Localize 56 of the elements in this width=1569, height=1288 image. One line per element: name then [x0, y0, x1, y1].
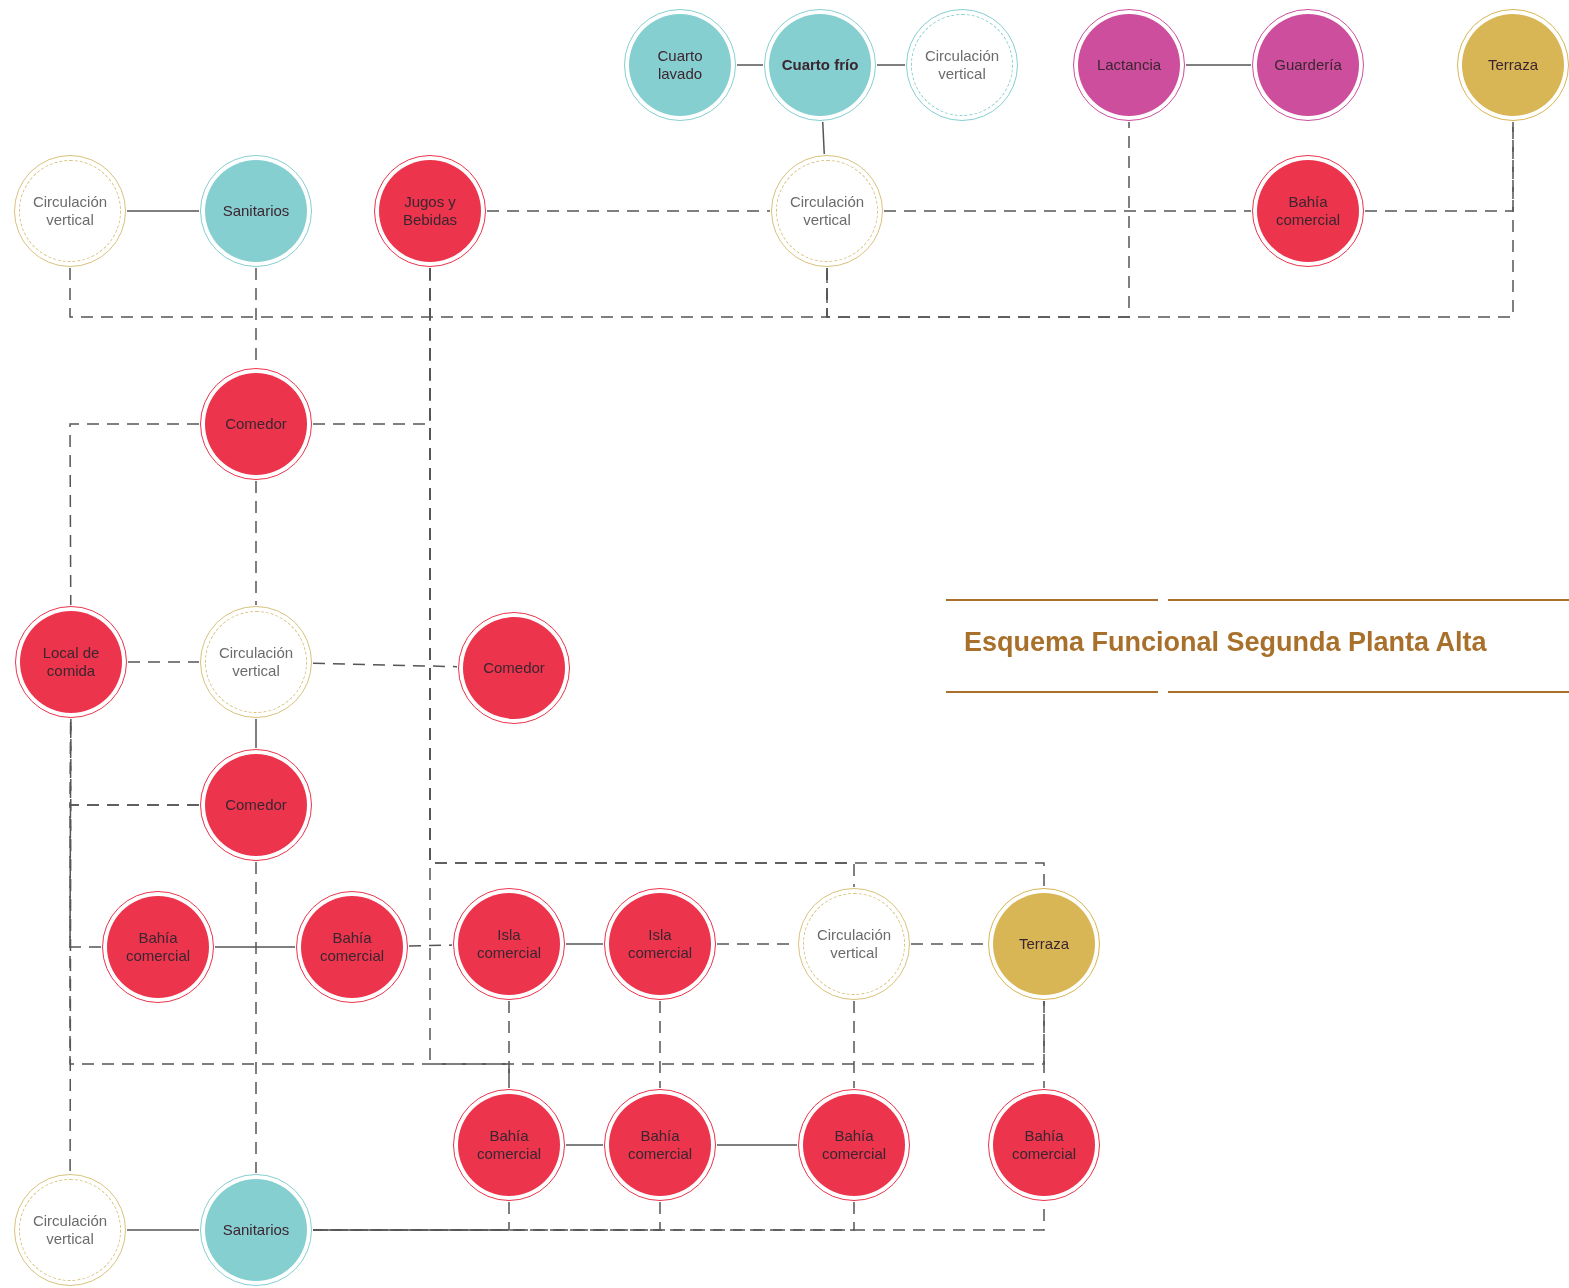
- dashed-connector: [312, 1201, 855, 1231]
- space-label: Circulación vertical: [217, 644, 295, 680]
- space-label: Bahía comercial: [318, 929, 386, 965]
- dashed-connector: [255, 861, 257, 1174]
- connector-line: [126, 1229, 200, 1231]
- space-label: Comedor: [224, 796, 288, 814]
- space-label: Circulación vertical: [788, 193, 866, 229]
- space-label: Comedor: [482, 659, 546, 677]
- space-label: Circulación vertical: [923, 47, 1001, 83]
- diagram-title: Esquema Funcional Segunda Planta Alta: [964, 626, 1487, 659]
- space-label: Isla comercial: [475, 926, 543, 962]
- space-label: Local de comida: [41, 644, 101, 680]
- dashed-connector: [659, 1000, 661, 1089]
- space-label: Circulación vertical: [31, 193, 109, 229]
- space-label: Jugos y Bebidas: [401, 193, 459, 229]
- space-label: Comedor: [224, 415, 288, 433]
- dashed-connector: [486, 210, 771, 212]
- dashed-connector: [826, 121, 1514, 318]
- dashed-connector: [69, 804, 1045, 1065]
- dashed-connector: [508, 1000, 510, 1089]
- space-label: Isla comercial: [626, 926, 694, 962]
- space-label: Bahía comercial: [124, 929, 192, 965]
- space-label: Terraza: [1487, 56, 1539, 74]
- connector-line: [565, 1144, 604, 1146]
- space-label: Cuarto frío: [780, 56, 860, 74]
- connector-line: [255, 718, 257, 749]
- dashed-connector: [69, 718, 72, 1174]
- connector-line: [716, 1144, 798, 1146]
- space-label: Sanitarios: [221, 202, 291, 220]
- dashed-connector: [853, 1000, 855, 1089]
- dashed-connector: [69, 267, 828, 318]
- space-label: Lactancia: [1095, 56, 1163, 74]
- connector-line: [736, 64, 764, 66]
- connector-line: [565, 943, 604, 945]
- connector-line: [876, 64, 906, 66]
- dashed-connector: [255, 480, 257, 606]
- dashed-connector: [127, 661, 200, 663]
- dashed-connector: [69, 423, 200, 606]
- dashed-connector: [312, 662, 458, 668]
- space-label: Circulación vertical: [31, 1212, 109, 1248]
- dashed-connector: [408, 944, 453, 947]
- dashed-connector: [883, 210, 1252, 212]
- connector-line: [822, 121, 825, 155]
- space-label: Bahía comercial: [475, 1127, 543, 1163]
- space-label: Guardería: [1273, 56, 1343, 74]
- space-label: Bahía comercial: [1010, 1127, 1078, 1163]
- space-label: Cuarto lavado: [656, 47, 704, 83]
- space-label: Bahía comercial: [820, 1127, 888, 1163]
- space-label: Sanitarios: [221, 1221, 291, 1239]
- connector-line: [126, 210, 200, 212]
- connector-line: [214, 946, 296, 948]
- space-label: Circulación vertical: [815, 926, 893, 962]
- space-label: Bahía comercial: [626, 1127, 694, 1163]
- space-label: Terraza: [1018, 935, 1070, 953]
- space-label: Bahía comercial: [1274, 193, 1342, 229]
- connector-line: [1185, 64, 1252, 66]
